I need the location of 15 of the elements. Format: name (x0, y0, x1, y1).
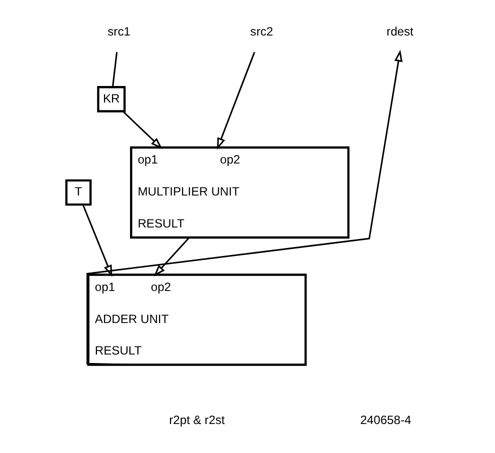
node-text: src1 (107, 24, 130, 38)
connector (111, 52, 118, 88)
label: r2pt & r2st (168, 412, 224, 427)
arrow (153, 236, 190, 276)
label: 240658-4 (360, 412, 411, 427)
node-text: src2 (250, 24, 273, 38)
arrow (82, 204, 112, 277)
node-box: op1 op2 ADDER UNIT RESULT (86, 274, 306, 366)
node-box: op1 op2 MULTIPLIER UNIT RESULT (130, 146, 349, 239)
arrow (86, 50, 402, 366)
arrow (216, 52, 255, 150)
arrow (122, 111, 162, 150)
node-text: rdest (386, 24, 413, 38)
node-box: KR (96, 86, 126, 112)
node-box: T (64, 179, 92, 206)
